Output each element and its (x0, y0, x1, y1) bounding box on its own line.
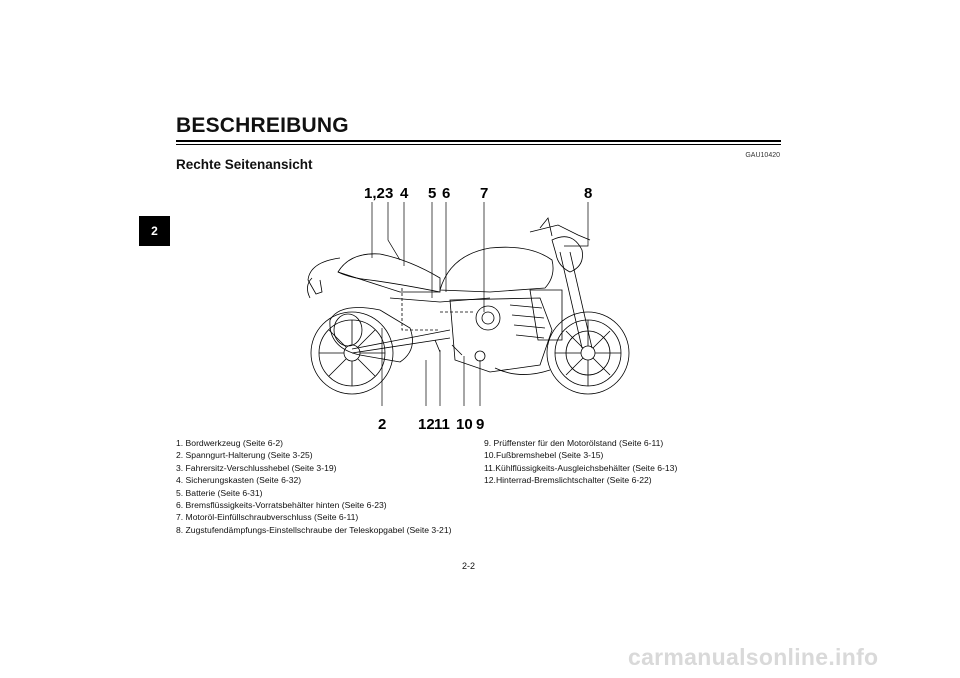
legend-right: 9. Prüffenster für den Motorölstand (Sei… (484, 437, 677, 487)
legend-item: 9. Prüffenster für den Motorölstand (Sei… (484, 438, 664, 448)
callout-9: 9 (476, 416, 484, 430)
legend-left: 1. Bordwerkzeug (Seite 6-2) 2. Spanngurt… (176, 437, 451, 536)
front-fork (559, 251, 593, 349)
reference-code: GAU10420 (745, 152, 780, 159)
callout-1-2: 1,2 (364, 185, 385, 202)
legend-item: 8. Zugstufendämpfungs-Einstellschraube d… (176, 524, 452, 535)
seat (337, 253, 441, 293)
page-number: 2-2 (462, 561, 476, 571)
callout-12: 12 (418, 416, 435, 430)
section-subtitle: Rechte Seitenansicht (176, 157, 313, 172)
callout-4: 4 (400, 185, 409, 202)
legend-item: 10.Fußbremshebel (Seite 3-15) (484, 450, 604, 461)
title-rule (176, 140, 781, 142)
legend-item: 3. Fahrersitz-Verschlusshebel (Seite 3-1… (176, 462, 337, 473)
legend-item: 6. Bremsflüssigkeits-Vorratsbehälter hin… (176, 500, 387, 511)
watermark: carmanualsonline.info (628, 644, 879, 670)
callout-11: 11 (434, 416, 450, 430)
front-wheel (546, 311, 630, 395)
motorcycle-diagram: 1,2 3 4 5 6 7 8 2 12 11 10 9 (307, 185, 630, 430)
callout-10: 10 (456, 416, 473, 430)
legend-item: 5. Batterie (Seite 6-31) (176, 487, 263, 498)
callout-5: 5 (428, 185, 436, 202)
legend-item: 11.Kühlflüssigkeits-Ausgleichsbehälter (… (484, 462, 678, 473)
title-rule-thin (176, 144, 781, 145)
legend-item: 1. Bordwerkzeug (Seite 6-2) (176, 438, 283, 448)
page-title: BESCHREIBUNG (176, 114, 349, 137)
callout-6: 6 (442, 185, 450, 202)
engine (449, 297, 553, 375)
callout-3: 3 (385, 185, 393, 202)
callout-7: 7 (480, 185, 488, 202)
fuel-tank (439, 246, 554, 293)
legend-item: 7. Motoröl-Einfüllschraubverschluss (Sei… (176, 512, 359, 523)
legend-item: 4. Sicherungskasten (Seite 6-32) (176, 475, 302, 486)
chapter-tab: 2 (139, 216, 170, 246)
callout-8: 8 (584, 185, 592, 202)
rear-wheel (310, 311, 394, 395)
legend-item: 12.Hinterrad-Bremslichtschalter (Seite 6… (484, 475, 652, 486)
exhaust-muffler (329, 307, 413, 363)
legend-item: 2. Spanngurt-Halterung (Seite 3-25) (176, 450, 313, 461)
callout-2-bottom: 2 (378, 416, 386, 430)
